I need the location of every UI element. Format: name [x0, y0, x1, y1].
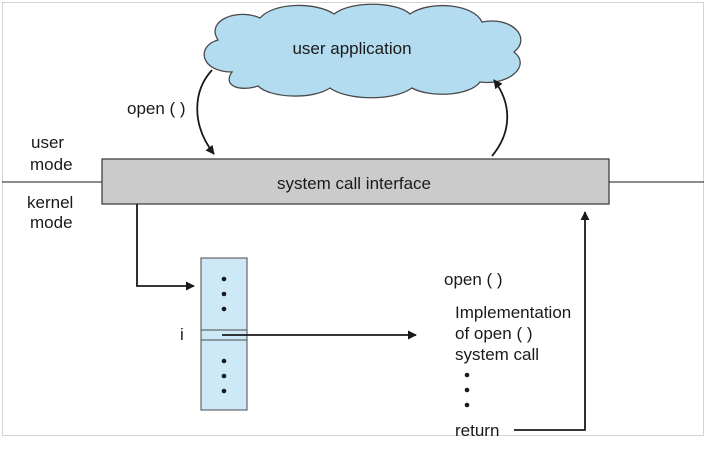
- interface-to-table-arrow: [136, 204, 195, 291]
- user-application-label: user application: [292, 39, 411, 58]
- system-call-table-rect: [200, 257, 248, 411]
- return-label: return: [455, 421, 499, 440]
- return-to-interface-arrow: [514, 211, 590, 431]
- kernel-mode-label-line1: kernel: [27, 193, 73, 212]
- system-call-table: [200, 257, 248, 411]
- system-call-interface-rect: [101, 158, 610, 205]
- implementation-line2: of open ( ): [455, 324, 533, 343]
- diagram-frame: [2, 2, 704, 436]
- implementation-ellipsis: [464, 372, 470, 408]
- implementation-line1: Implementation: [455, 303, 571, 322]
- cloud-shape: [203, 3, 522, 99]
- table-index-label: i: [180, 325, 184, 344]
- table-ellipsis-top: [221, 276, 227, 312]
- system-call-interface-box: system call interface: [101, 158, 610, 205]
- user-mode-label-line2: mode: [30, 155, 73, 174]
- open-call-arrow: [196, 69, 215, 155]
- user-mode-label-line1: user: [31, 133, 64, 152]
- user-application-cloud: user application: [203, 3, 522, 99]
- implementation-open-label: open ( ): [444, 270, 503, 289]
- implementation-line3: system call: [455, 345, 539, 364]
- open-call-label: open ( ): [127, 99, 186, 118]
- open-implementation: open ( ) Implementation of open ( ) syst…: [444, 270, 571, 440]
- kernel-mode-label-line2: mode: [30, 213, 73, 232]
- system-call-interface-label: system call interface: [277, 174, 431, 193]
- return-to-user-arrow: [491, 79, 509, 157]
- table-ellipsis-bottom: [221, 358, 227, 394]
